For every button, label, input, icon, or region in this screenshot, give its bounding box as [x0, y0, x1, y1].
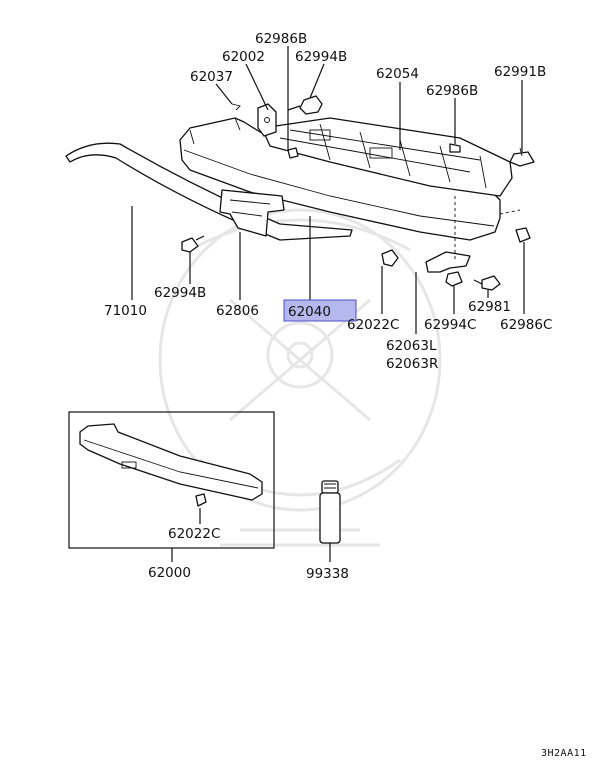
part-labels: 62986B 62002 62994B 62037 62054 62991B 6…	[104, 31, 552, 372]
bolt-62994C[interactable]	[445, 271, 463, 294]
label-99338[interactable]: 99338	[306, 566, 349, 582]
leader-lines	[131, 46, 525, 334]
label-62002[interactable]: 62002	[222, 49, 265, 65]
label-62994C[interactable]: 62994C	[424, 317, 476, 333]
highlight-box-62040	[283, 299, 357, 322]
label-62986B-top[interactable]: 62986B	[255, 31, 307, 47]
label-62806[interactable]: 62806	[216, 303, 259, 319]
clip-62991B[interactable]	[509, 147, 535, 167]
label-62022C-low[interactable]: 62022C	[168, 526, 220, 542]
label-62000[interactable]: 62000	[148, 565, 191, 581]
bolt-62994B-top[interactable]	[287, 95, 323, 115]
bumper-face-bar[interactable]	[179, 117, 501, 241]
clip-62022C-mid[interactable]	[381, 249, 399, 267]
clip-62986C[interactable]	[515, 227, 531, 243]
watermark-emblem	[158, 208, 442, 547]
label-62994B-left[interactable]: 62994B	[154, 285, 206, 301]
bolt-62981[interactable]	[473, 275, 501, 291]
touch-up-paint-99338[interactable]	[319, 480, 341, 562]
bumper-reinforcement-62054[interactable]	[261, 117, 513, 197]
label-62986C[interactable]: 62986C	[500, 317, 552, 333]
bracket-62002[interactable]	[257, 103, 277, 137]
clip-62037[interactable]	[231, 103, 241, 111]
label-62022C-mid[interactable]: 62022C	[347, 317, 399, 333]
license-bracket-62806[interactable]	[219, 189, 285, 237]
label-71010[interactable]: 71010	[104, 303, 147, 319]
label-62037[interactable]: 62037	[190, 69, 233, 85]
screw-62986B-top[interactable]	[287, 147, 299, 159]
inset-box-62000	[68, 411, 275, 562]
label-62063R[interactable]: 62063R	[386, 356, 438, 372]
moulding-71010[interactable]	[65, 142, 353, 241]
label-62054[interactable]: 62054	[376, 66, 419, 82]
bolt-62994B-left[interactable]	[181, 235, 205, 253]
figure-code: 3H2AA11	[541, 748, 587, 759]
stay-62063[interactable]	[425, 251, 471, 273]
clip-62022C-low[interactable]	[195, 493, 207, 507]
label-62991B[interactable]: 62991B	[494, 64, 546, 80]
assembly-guide-lines	[454, 196, 521, 262]
label-62986B-mid[interactable]: 62986B	[426, 83, 478, 99]
bolt-62986B-mid[interactable]	[449, 130, 461, 153]
label-62063L[interactable]: 62063L	[386, 338, 437, 354]
label-62994B-top[interactable]: 62994B	[295, 49, 347, 65]
label-62981[interactable]: 62981	[468, 299, 511, 315]
label-62040[interactable]: 62040	[288, 304, 331, 320]
